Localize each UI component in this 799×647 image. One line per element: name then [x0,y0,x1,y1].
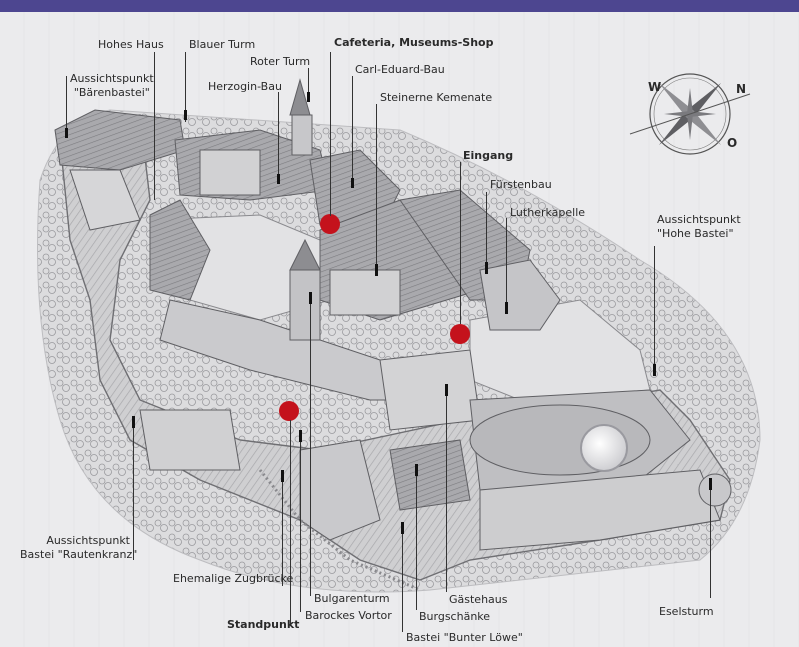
leader-zugbruecke [282,470,283,586]
leader-blauer-turm [185,52,186,122]
tick-rautenkranz [132,416,135,428]
tick-gaestehaus [445,384,448,396]
label-gaestehaus: Gästehaus [449,593,508,606]
label-lutherkapelle: Lutherkapelle [510,206,586,219]
tick-eselsturm [709,478,712,490]
label-steinerne-kemenate: Steinerne Kemenate [380,91,493,104]
tick-steinerne-kemenate [375,264,378,276]
label-fuerstenbau: Fürstenbau [490,178,552,191]
leader-standpunkt [290,420,291,626]
marker-eingang [450,324,470,344]
medallion-icon [580,424,628,472]
tick-baerenbastei [65,128,68,138]
label-hohe-bastei: Aussichtspunkt "Hohe Bastei" [657,213,741,241]
label-hohe-bastei-line1: Aussichtspunkt [657,213,741,226]
label-barockes-vortor: Barockes Vortor [305,609,392,622]
tick-fuerstenbau [485,262,488,274]
leader-eingang [460,162,461,324]
access-path [258,469,421,592]
tick-blauer-turm [184,110,187,120]
top-color-strip [0,0,799,12]
label-herzogin-bau: Herzogin-Bau [208,80,282,93]
compass-rose [629,73,751,155]
label-baerenbastei: Aussichtspunkt "Bärenbastei" [70,72,154,100]
label-blauer-turm: Blauer Turm [189,38,256,51]
label-hohes-haus: Hohes Haus [98,38,164,51]
leader-eselsturm [710,478,711,598]
label-cafeteria: Cafeteria, Museums-Shop [334,36,494,49]
buildings [54,78,732,551]
label-rautenkranz: Aussichtspunkt Bastei "Rautenkranz" [20,534,138,562]
leader-steinerne-kemenate [376,104,377,276]
tick-lutherkapelle [505,302,508,314]
leader-rautenkranz [133,418,134,560]
compass-east-label: O [727,136,738,150]
label-roter-turm: Roter Turm [250,55,311,68]
label-burgschaenke: Burgschänke [419,610,491,623]
leader-herzogin-bau [278,92,279,184]
leader-roter-turm [308,68,309,102]
label-standpunkt: Standpunkt [227,618,300,631]
label-rautenkranz-line1: Aussichtspunkt [46,534,130,547]
leader-lutherkapelle [506,218,507,314]
label-carl-eduard-bau: Carl-Eduard-Bau [355,63,445,76]
leader-bulgarenturm [310,292,311,596]
tick-bulgarenturm [309,292,312,304]
tick-herzogin-bau [277,174,280,184]
tick-carl-eduard-bau [351,178,354,188]
compass-north-label: N [736,82,747,96]
leader-burgschaenke [416,464,417,610]
leader-gaestehaus [446,384,447,592]
leader-hohe-bastei [654,246,655,376]
leader-bunter-loewe [402,522,403,632]
label-zugbruecke: Ehemalige Zugbrücke [173,572,294,585]
tick-bunter-loewe [401,522,404,534]
tick-hohe-bastei [653,364,656,376]
leader-baerenbastei [66,76,67,136]
label-hohe-bastei-line2: "Hohe Bastei" [657,227,734,240]
label-eselsturm: Eselsturm [659,605,714,618]
label-rautenkranz-line2: Bastei "Rautenkranz" [20,548,138,561]
label-eingang: Eingang [463,149,514,162]
leader-hohes-haus [154,52,155,200]
compass-west-label: W [648,80,662,94]
tick-zugbruecke [281,470,284,482]
tick-roter-turm [307,92,310,102]
tick-burgschaenke [415,464,418,476]
tick-barockes-vortor [299,430,302,442]
label-bulgarenturm: Bulgarenturm [314,592,390,605]
leader-cafeteria [330,52,331,216]
label-baerenbastei-line1: Aussichtspunkt [70,72,154,85]
marker-cafeteria [320,214,340,234]
leader-carl-eduard-bau [352,76,353,188]
leader-barockes-vortor [300,430,301,612]
label-baerenbastei-line2: "Bärenbastei" [73,86,150,99]
marker-standpunkt [279,401,299,421]
label-bunter-loewe: Bastei "Bunter Löwe" [406,631,523,644]
leader-fuerstenbau [486,192,487,274]
